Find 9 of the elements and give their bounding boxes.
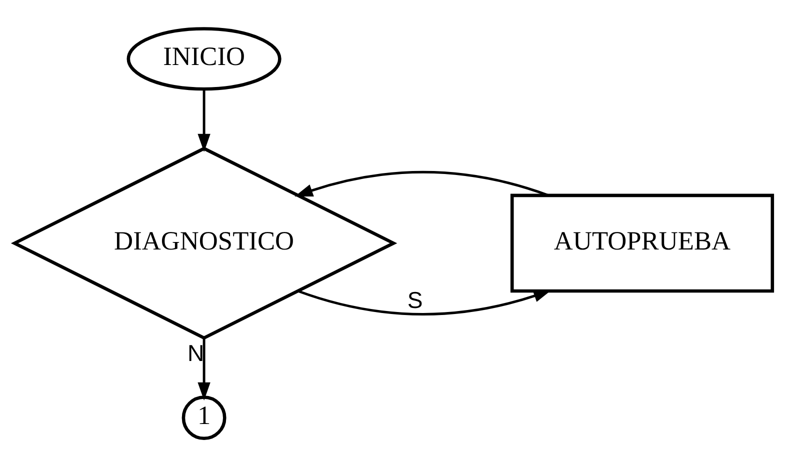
arrow	[198, 338, 210, 400]
node-ellipse: INICIO	[126, 27, 282, 91]
arrow	[294, 170, 549, 196]
arrow	[198, 90, 210, 152]
node-circle: 1	[182, 396, 226, 440]
node-diamond: DIAGNOSTICO	[10, 146, 398, 340]
node-box: AUTOPRUEBA	[510, 194, 774, 293]
edge-label: N	[187, 340, 204, 366]
edge-label: S	[407, 286, 423, 313]
